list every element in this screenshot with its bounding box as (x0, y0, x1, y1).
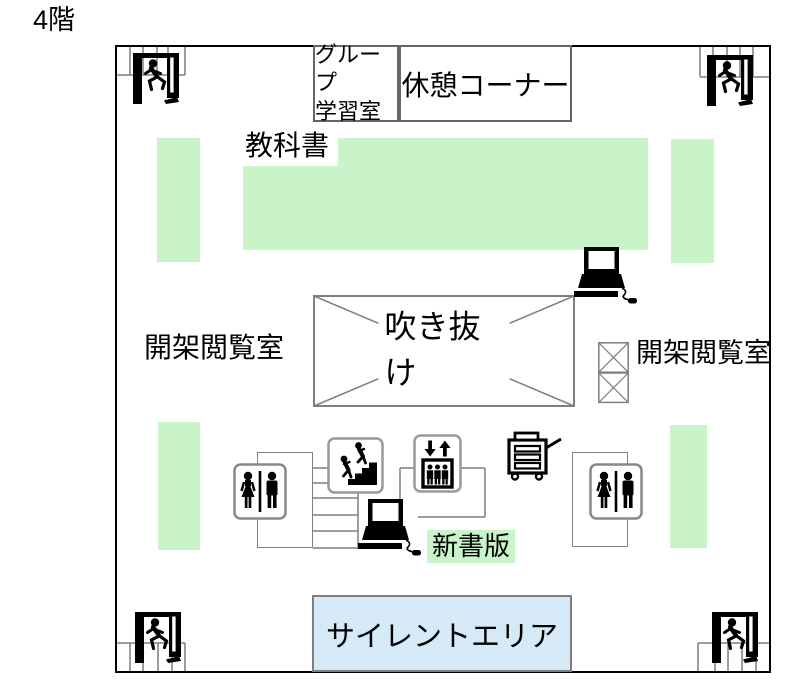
floor-title: 4階 (33, 5, 76, 35)
room-group-study-label-line2: 学習室 (315, 98, 382, 124)
emergency-exit-icon (133, 53, 179, 104)
crossed-shaft-icon (598, 342, 629, 404)
emergency-exit-icon (712, 612, 758, 663)
new-books-label: 新書版 (427, 530, 516, 563)
room-group-study: グループ 学習室 (313, 42, 399, 124)
shelf-strip-top-right (671, 139, 714, 263)
silent-area: サイレントエリア (312, 595, 572, 672)
elevator-icon (413, 434, 462, 493)
emergency-exit-icon (707, 55, 753, 106)
shelf-strip-top-left (157, 138, 200, 262)
restroom-icon (233, 463, 287, 520)
shelf-strip-bottom-right (670, 425, 707, 548)
book-cart-icon (507, 431, 562, 481)
stairs-icon (327, 437, 384, 494)
textbooks-label: 教科書 (236, 126, 338, 166)
atrium-label: 吹き抜け (378, 301, 510, 394)
computer-workstation-icon (574, 247, 637, 304)
open-stacks-right-label: 開架閲覧室 (636, 338, 771, 368)
room-rest-corner: 休憩コーナー (399, 45, 572, 122)
restroom-icon (589, 463, 643, 520)
room-rest-corner-label: 休憩コーナー (401, 69, 570, 101)
computer-workstation-icon (358, 499, 421, 556)
open-stacks-left-label: 開架閲覧室 (144, 332, 285, 363)
silent-area-label: サイレントエリア (325, 620, 558, 653)
room-group-study-label-line1: グループ (315, 41, 382, 96)
shelf-strip-bottom-left (158, 422, 200, 550)
emergency-exit-icon (135, 612, 181, 663)
atrium: 吹き抜け (313, 295, 575, 407)
